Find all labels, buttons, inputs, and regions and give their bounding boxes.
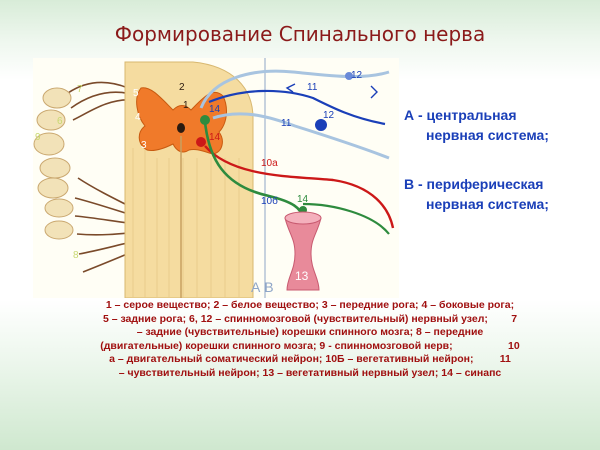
- white-matter-stripes: [132, 148, 240, 298]
- slide-title: Формирование Спинального нерва: [114, 22, 486, 46]
- label-ab: А В: [251, 279, 274, 295]
- caption-line: 1 – серое вещество; 2 – белое вещество; …: [105, 299, 515, 311]
- sensory-fiber-upper: [199, 69, 390, 109]
- cord-labels: 1 2: [179, 82, 189, 111]
- legend-pns-line1: В - периферическая: [404, 176, 544, 192]
- legend-cns-line2: нервная система;: [426, 127, 549, 143]
- spinal-ganglion-cluster: [33, 87, 74, 240]
- gray-matter-labels: 5 4 3: [133, 88, 147, 151]
- vegetative-neuron-body: [200, 115, 210, 125]
- vegetative-labels: 14: [297, 194, 309, 205]
- caption-line: (двигательные) корешки спинного мозга; 9…: [100, 339, 520, 352]
- label-5: 5: [133, 88, 139, 99]
- label-2: 2: [179, 82, 185, 93]
- arrow-icon: [370, 85, 378, 99]
- legend-cns: А - центральная нервная система;: [404, 105, 594, 145]
- label-6: 6: [57, 116, 63, 127]
- legend-pns-line2: нервная система;: [426, 196, 549, 212]
- sensory-neuron-path: [208, 89, 386, 126]
- label-7: 7: [77, 84, 83, 95]
- arrow-icon: [285, 83, 296, 93]
- motor-neuron-body: [196, 137, 206, 147]
- sensory-fiber-lower: [212, 112, 390, 160]
- label-12-a: 12: [323, 110, 335, 121]
- diagram-caption: 1 – серое вещество; 2 – белое вещество; …: [40, 299, 580, 380]
- diagram-svg: 5 4 3 1 2 7 6 8 9 14 11 11 12 12 10б 14 …: [33, 58, 399, 299]
- label-12-b: 12: [351, 70, 363, 81]
- vegetative-neuron-post: [302, 202, 390, 235]
- label-10b: 10б: [261, 195, 278, 207]
- label-1: 1: [183, 100, 189, 111]
- label-11-a: 11: [281, 118, 292, 129]
- pns-labels: 14 11 11 12 12 10б: [209, 70, 363, 207]
- central-canal: [177, 123, 185, 133]
- caption-line: а – двигательный соматический нейрон; 10…: [109, 353, 511, 365]
- label-14-a: 14: [209, 104, 221, 115]
- vegetative-ganglion-top: [284, 211, 322, 225]
- sensory-neuron-body: [315, 119, 327, 131]
- label-14-b: 14: [209, 132, 221, 143]
- ganglion-labels: 7 6 8 9: [35, 84, 83, 261]
- label-10a: 10а: [261, 158, 278, 169]
- motor-neuron-10a: [204, 145, 395, 229]
- caption-line: – задние (чувствительные) корешки спинно…: [136, 326, 484, 338]
- vegetative-ganglion: [284, 217, 322, 291]
- motor-labels: 14 10а: [209, 132, 278, 169]
- label-8: 8: [73, 250, 79, 261]
- vegetative-neuron-10b: [203, 121, 305, 219]
- spinal-nerve-diagram: 5 4 3 1 2 7 6 8 9 14 11 11 12 12 10б 14 …: [33, 58, 399, 299]
- label-11-b: 11: [307, 82, 318, 93]
- caption-line: – чувствительный нейрон; 13 – вегетативн…: [118, 366, 502, 379]
- label-4: 4: [135, 112, 141, 123]
- legend-pns: В - периферическая нервная система;: [404, 174, 594, 214]
- label-3: 3: [141, 140, 147, 151]
- caption-line: 5 – задние рога; 6, 12 – спинномозговой …: [102, 312, 518, 325]
- ganglion-12-upper: [345, 72, 353, 80]
- legend-cns-line1: А - центральная: [404, 107, 517, 123]
- label-14-c: 14: [297, 194, 309, 205]
- label-9: 9: [35, 132, 41, 143]
- label-13: 13: [295, 269, 309, 283]
